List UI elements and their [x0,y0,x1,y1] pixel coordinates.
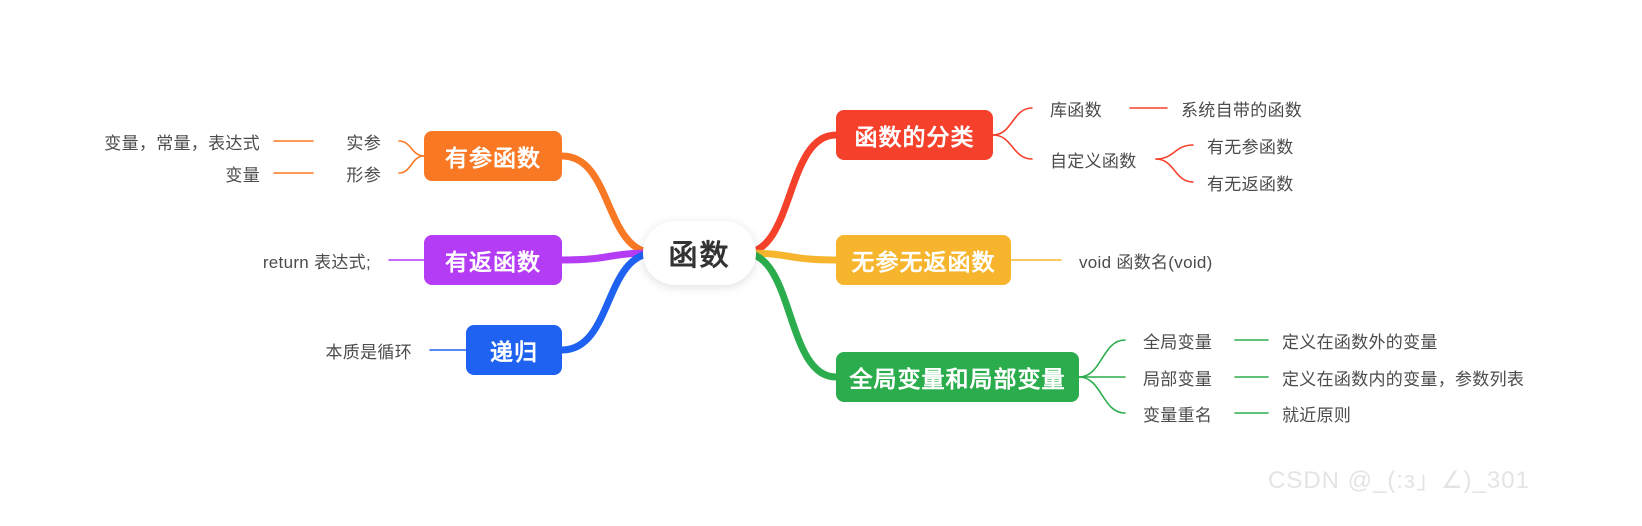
leaf-node-就近原则[interactable]: 就近原则 [1282,405,1352,425]
branch-node-quan-ju-ju-bu-bian-liang[interactable]: 全局变量和局部变量 [836,352,1079,402]
watermark: CSDN @_(:з」∠)_301 [1268,467,1530,494]
leaf-node-定义在函数内的变量-参数列表[interactable]: 定义在函数内的变量，参数列表 [1282,369,1525,389]
leaf-node-自定义函数[interactable]: 自定义函数 [1050,151,1137,171]
branch-node-you-fan-han-shu[interactable]: 有返函数 [424,235,562,285]
leaf-node-变量重名[interactable]: 变量重名 [1143,405,1213,425]
branch-node-you-can-han-shu[interactable]: 有参函数 [424,131,562,181]
leaf-node-定义在函数外的变量[interactable]: 定义在函数外的变量 [1282,332,1438,352]
leaf-node-return-表达式-[interactable]: return 表达式; [262,252,371,272]
leaf-node-全局变量[interactable]: 全局变量 [1143,332,1213,352]
branch-node-han-shu-de-fen-lei[interactable]: 函数的分类 [836,110,993,160]
leaf-node-局部变量[interactable]: 局部变量 [1143,369,1213,389]
leaf-node-有无参函数[interactable]: 有无参函数 [1207,137,1294,157]
leaf-node-系统自带的函数[interactable]: 系统自带的函数 [1181,100,1303,120]
leaf-node-变量[interactable]: 变量 [225,165,260,185]
leaf-node-形参[interactable]: 形参 [346,165,381,185]
branch-node-di-gui[interactable]: 递归 [466,325,562,375]
root-node[interactable]: 函数 [643,221,756,285]
leaf-node-本质是循环[interactable]: 本质是循环 [325,342,412,362]
branch-node-wu-can-wu-fan-han-shu[interactable]: 无参无返函数 [836,235,1011,285]
leaf-node-变量-常量-表达式[interactable]: 变量，常量，表达式 [104,133,260,153]
leaf-node-实参[interactable]: 实参 [346,133,381,153]
leaf-node-有无返函数[interactable]: 有无返函数 [1207,174,1294,194]
leaf-node-库函数[interactable]: 库函数 [1050,100,1102,120]
leaf-node-void-函数名-void-[interactable]: void 函数名(void) [1079,252,1213,272]
